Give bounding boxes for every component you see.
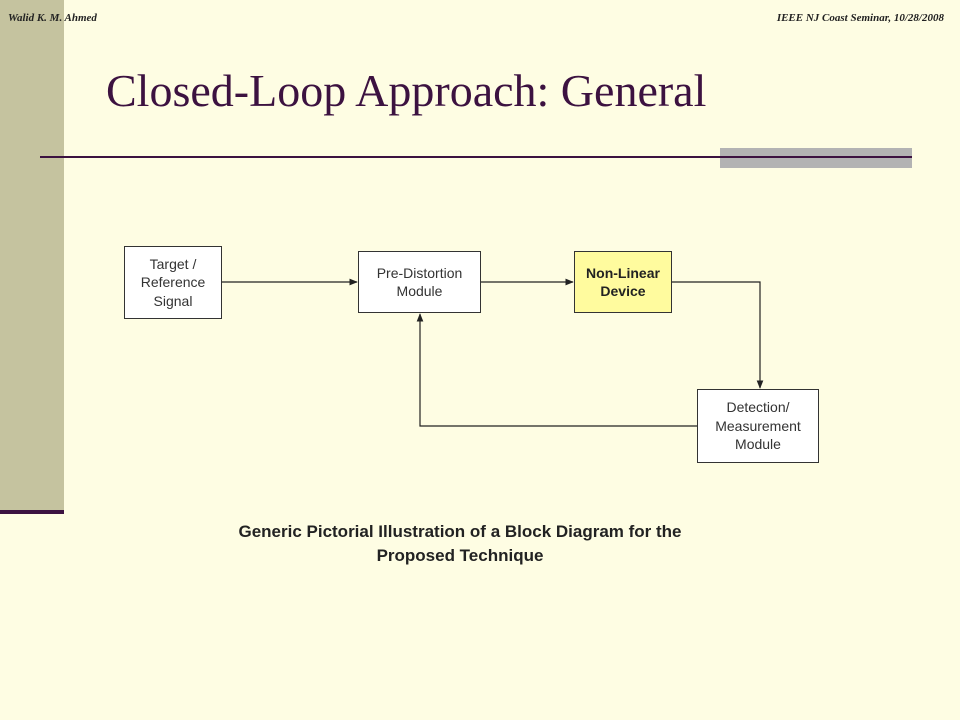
caption-line-1: Generic Pictorial Illustration of a Bloc… <box>238 522 682 541</box>
block-target-line-2: Reference <box>140 274 206 291</box>
block-detection-line-3: Module <box>735 436 781 453</box>
block-nonlinear-line-2: Device <box>600 283 646 299</box>
header-event: IEEE NJ Coast Seminar, 10/28/2008 <box>776 12 944 24</box>
block-nonlinear-device: Non-Linear Device <box>574 251 672 313</box>
block-predistortion-line-2: Module <box>396 283 443 299</box>
left-sidebar-underline <box>0 510 64 514</box>
slide-title: Closed-Loop Approach: General <box>106 65 707 116</box>
arrow-detection-to-predistortion <box>416 313 697 427</box>
block-predistortion-line-1: Pre-Distortion <box>376 264 463 281</box>
block-nonlinear-line-1: Non-Linear <box>586 264 660 281</box>
block-target-line-3: Signal <box>153 292 193 309</box>
left-sidebar-bar <box>0 0 64 510</box>
block-detection-line-1: Detection/ <box>726 399 790 416</box>
block-target-line-1: Target / <box>149 255 197 272</box>
header-author: Walid K. M. Ahmed <box>8 12 97 24</box>
title-rule <box>40 156 912 158</box>
block-target-reference-signal: Target / Reference Signal <box>124 246 222 319</box>
block-predistortion-module: Pre-Distortion Module <box>358 251 481 313</box>
block-detection-line-2: Measurement <box>715 417 801 434</box>
block-detection-measurement-module: Detection/ Measurement Module <box>697 389 819 463</box>
arrow-nonlinear-to-detection <box>672 281 764 389</box>
diagram-caption: Generic Pictorial Illustration of a Bloc… <box>140 520 780 568</box>
caption-line-2: Proposed Technique <box>376 545 544 565</box>
title-rule-accent <box>720 148 912 168</box>
